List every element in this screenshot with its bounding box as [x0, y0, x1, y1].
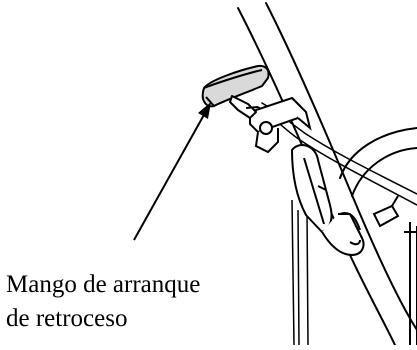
leader-arrow — [133, 102, 211, 241]
callout-label: Mango de arranque de retroceso — [6, 268, 266, 336]
cable-clip — [372, 195, 400, 228]
recoil-starter-handle — [201, 64, 270, 119]
support-rods — [291, 199, 309, 346]
engine-lever-housing — [291, 144, 365, 256]
frame-tube — [339, 127, 417, 197]
callout-line-1: Mango de arranque — [6, 271, 201, 298]
callout-line-2: de retroceso — [6, 305, 128, 332]
cable-guide-bracket — [249, 96, 312, 154]
lower-frame — [404, 222, 417, 345]
